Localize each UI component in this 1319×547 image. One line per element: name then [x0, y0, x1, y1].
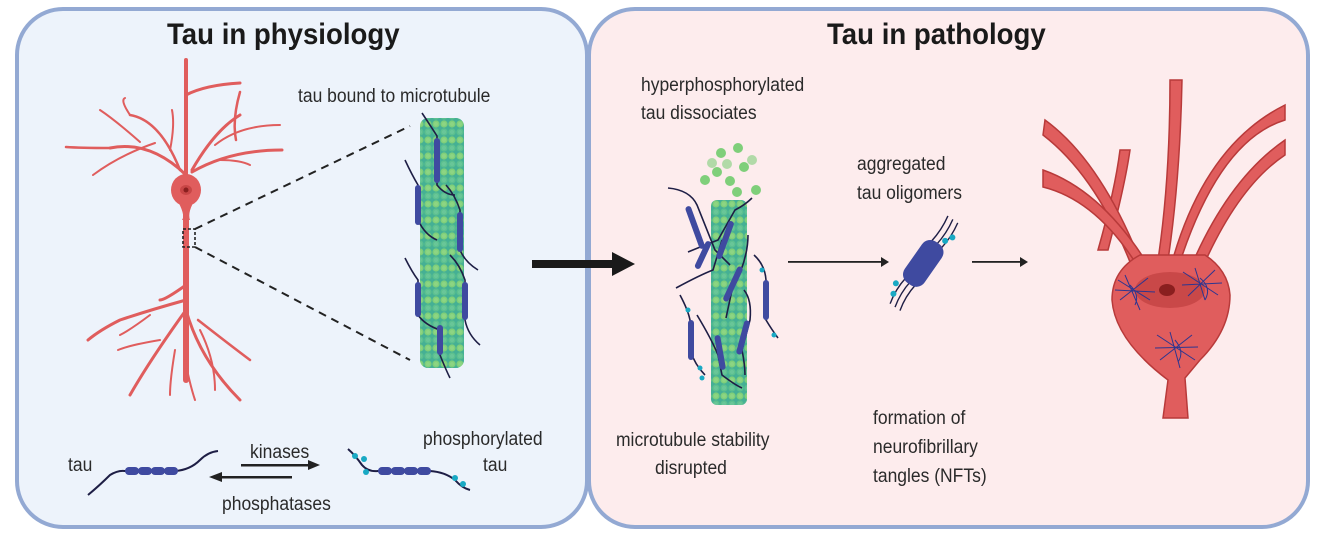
zoom-box — [182, 228, 196, 248]
tangles-label: tangles (NFTs) — [873, 466, 987, 487]
tau-dissociates-label: tau dissociates — [641, 103, 757, 124]
nft-tangle-icon — [1114, 267, 1223, 369]
phosphatases-label: phosphatases — [222, 494, 331, 515]
phosphorylated-tau-icon — [347, 448, 471, 491]
hyperphosphorylated-label: hyperphosphorylated — [641, 75, 805, 96]
tau-molecule-icon — [87, 450, 219, 496]
aggregated-label: aggregated — [857, 154, 946, 175]
transition-arrow-icon — [532, 252, 635, 276]
physiology-panel — [15, 7, 589, 529]
pathology-title: Tau in pathology — [827, 18, 1046, 51]
tau-label: tau — [68, 455, 93, 476]
diseased-neuron-icon — [1042, 79, 1286, 419]
disrupted-label: disrupted — [655, 458, 727, 479]
healthy-neuron-icon — [64, 58, 284, 402]
tau-bound-label: tau bound to microtubule — [298, 86, 491, 107]
microtubule-stability-label: microtubule stability — [616, 430, 770, 451]
neurofibrillary-label: neurofibrillary — [873, 437, 978, 458]
phosphorylated-label: phosphorylated — [423, 429, 543, 450]
kinases-label: kinases — [250, 442, 310, 463]
zoom-line-top — [194, 125, 411, 230]
formation-of-label: formation of — [873, 408, 966, 429]
tau-oligomer-icon — [889, 215, 959, 311]
microtubule-icon — [404, 112, 481, 379]
equilibrium-arrows-icon — [209, 460, 320, 482]
tau-oligomers-label: tau oligomers — [857, 183, 962, 204]
physiology-title: Tau in physiology — [167, 18, 400, 51]
arrow-to-oligomers-icon — [788, 257, 889, 267]
zoom-line-bottom — [194, 246, 411, 361]
arrow-to-nft-icon — [972, 257, 1028, 267]
nucleolus-icon — [1159, 284, 1175, 296]
disrupted-microtubule-icon — [667, 143, 779, 405]
phosphorylated-tau-label: tau — [483, 455, 508, 476]
